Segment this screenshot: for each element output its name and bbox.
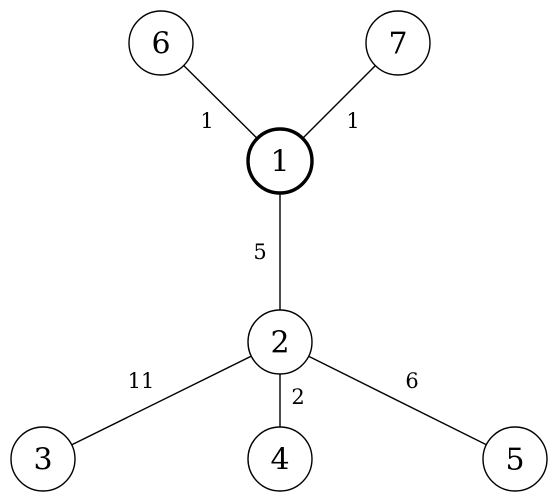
edge-2-5	[279, 341, 516, 460]
edge-weight-2-4: 2	[291, 385, 304, 409]
node-label-2: 2	[270, 326, 289, 361]
node-5: 5	[482, 426, 548, 492]
node-label-7: 7	[388, 27, 407, 62]
node-circle-5	[482, 426, 548, 492]
nodes-layer: 1 2 3 4 5 6 7	[10, 10, 548, 492]
node-4: 4	[247, 426, 313, 492]
node-circle-2	[247, 309, 313, 375]
node-circle-3	[10, 426, 76, 492]
node-label-1: 1	[270, 145, 289, 180]
node-1: 1	[246, 127, 314, 195]
node-label-6: 6	[151, 27, 170, 62]
edge-2-3	[42, 341, 281, 460]
node-3: 3	[10, 426, 76, 492]
edge-weight-1-7: 1	[346, 109, 359, 133]
node-2: 2	[247, 309, 313, 375]
edge-weight-2-5: 6	[405, 369, 418, 393]
node-circle-7	[365, 10, 431, 76]
node-circle-6	[128, 10, 194, 76]
node-6: 6	[128, 10, 194, 76]
edge-weight-1-6: 1	[200, 109, 213, 133]
node-circle-4	[247, 426, 313, 492]
edges-layer	[42, 42, 516, 460]
node-label-4: 4	[270, 443, 289, 478]
node-label-3: 3	[33, 443, 52, 478]
edge-weight-1-2: 5	[253, 240, 266, 264]
edge-weight-2-3: 11	[128, 369, 155, 393]
node-circle-1	[246, 127, 314, 195]
node-7: 7	[365, 10, 431, 76]
node-label-5: 5	[505, 443, 524, 478]
